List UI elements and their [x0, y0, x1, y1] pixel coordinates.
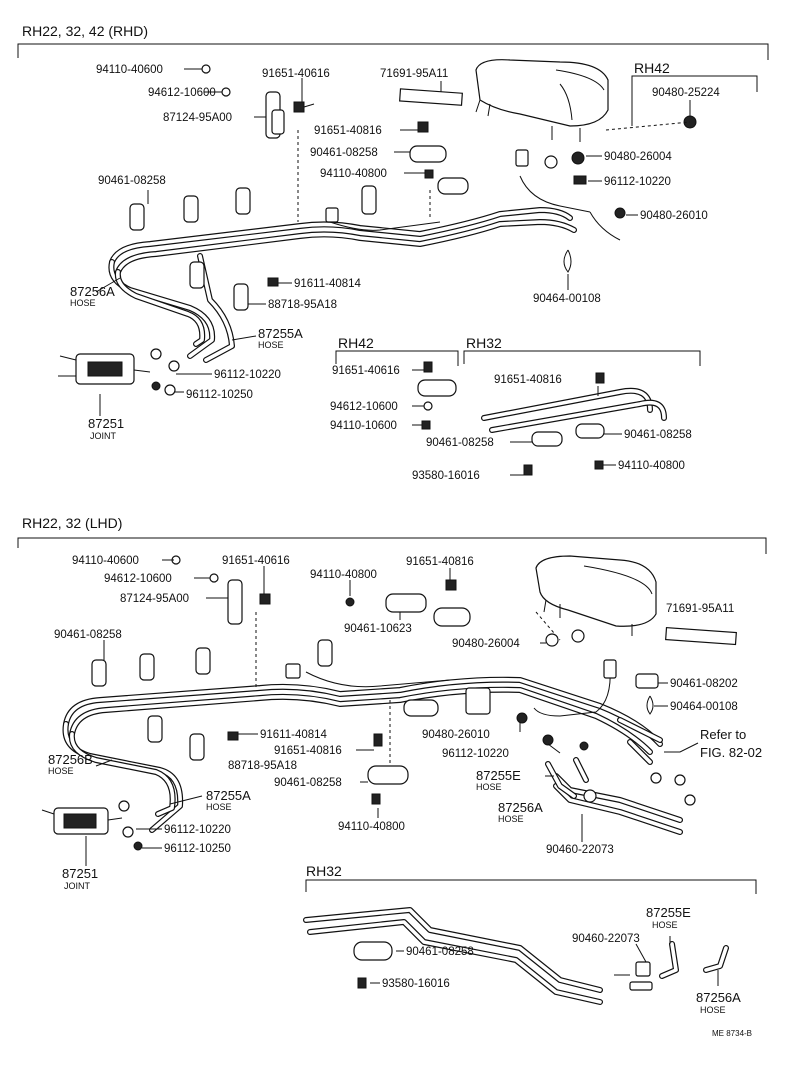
- label-lhd-rh32-87255E-hose: HOSE: [652, 920, 678, 930]
- label-91611-40814: 91611-40814: [294, 278, 362, 290]
- label-rh42-94110-10600: 94110-10600: [330, 420, 397, 432]
- label-lhd-96112-10220-b: 96112-10220: [164, 824, 231, 836]
- label-lhd-87256B-hose: HOSE: [48, 766, 74, 776]
- label-90461-08258-b: 90461-08258: [98, 175, 166, 187]
- label-lhd-90461-10623: 90461-10623: [344, 623, 412, 635]
- rhd-rh42-inset-subtitle: RH42: [338, 335, 374, 351]
- label-90480-26004: 90480-26004: [604, 151, 672, 163]
- label-lhd-94110-40800-a: 94110-40800: [310, 569, 377, 581]
- label-lhd-rh32-87256A: 87256A: [696, 990, 741, 1005]
- rhd-section-frame: [17, 43, 769, 366]
- label-lhd-88718-95A18: 88718-95A18: [228, 760, 297, 772]
- rhd-labels: 94110-40600 94612-10600 87124-95A00 9165…: [70, 64, 720, 441]
- label-lhd-91651-40616: 91651-40616: [222, 555, 290, 567]
- label-rh42-91651-40616: 91651-40616: [332, 365, 400, 377]
- label-lhd-90461-08258-b: 90461-08258: [274, 777, 342, 789]
- lhd-rh32-parts: [303, 907, 729, 1005]
- label-96112-10250: 96112-10250: [186, 389, 253, 401]
- label-lhd-87124-95A00: 87124-95A00: [120, 593, 189, 605]
- label-lhd-rh32-93580-16016: 93580-16016: [382, 978, 450, 990]
- label-lhd-rh32-90460-22073: 90460-22073: [572, 933, 640, 945]
- label-lhd-71691-95A11: 71691-95A11: [666, 603, 734, 615]
- label-90480-26010: 90480-26010: [640, 210, 708, 222]
- label-87251: 87251: [88, 416, 124, 431]
- label-94110-40800: 94110-40800: [320, 168, 387, 180]
- rhd-small-parts: [58, 64, 697, 396]
- label-lhd-90460-22073: 90460-22073: [546, 844, 614, 856]
- label-rh32-91651-40816: 91651-40816: [494, 374, 562, 386]
- label-lhd-87255E: 87255E: [476, 768, 521, 783]
- rhd-inset-parts: [417, 361, 667, 476]
- label-91651-40616: 91651-40616: [262, 68, 330, 80]
- label-lhd-87256A-hose: HOSE: [498, 814, 524, 824]
- lhd-small-parts: [41, 555, 737, 851]
- label-96112-10220-a: 96112-10220: [604, 176, 671, 188]
- label-rh42-90461-08258: 90461-08258: [426, 437, 494, 449]
- label-rh32-90461-08258: 90461-08258: [624, 429, 692, 441]
- label-lhd-90461-08258-a: 90461-08258: [54, 629, 122, 641]
- figure-code: ME 8734-B: [712, 1029, 752, 1038]
- label-90464-00108: 90464-00108: [533, 293, 601, 305]
- label-87256A: 87256A: [70, 284, 115, 299]
- label-87251-joint: JOINT: [90, 431, 117, 441]
- label-rh42-93580-16016: 93580-16016: [412, 470, 480, 482]
- lhd-rh32-subtitle: RH32: [306, 863, 342, 879]
- rhd-rh32-inset-subtitle: RH32: [466, 335, 502, 351]
- rhd-tube-assembly: [108, 175, 621, 363]
- label-lhd-96112-10220-a: 96112-10220: [442, 748, 509, 760]
- label-rh42-94612-10600: 94612-10600: [330, 401, 398, 413]
- rhd-rh42-subtitle: RH42: [634, 60, 670, 76]
- label-87256A-hose: HOSE: [70, 298, 96, 308]
- lhd-rh32-labels: 87255E HOSE 90460-22073 90461-08258 9358…: [382, 905, 741, 1015]
- label-lhd-87255A-hose: HOSE: [206, 802, 232, 812]
- label-lhd-rh32-90461-08258: 90461-08258: [406, 946, 474, 958]
- rhd-inset-labels: 91651-40616 94612-10600 94110-10600 9046…: [330, 365, 692, 482]
- label-lhd-94110-40800-b: 94110-40800: [338, 821, 405, 833]
- label-lhd-refer-to: Refer to: [700, 727, 746, 742]
- label-94110-40600: 94110-40600: [96, 64, 163, 76]
- lhd-section-title: RH22, 32 (LHD): [22, 515, 122, 531]
- label-lhd-87255E-hose: HOSE: [476, 782, 502, 792]
- lhd-fuel-tank: [535, 555, 657, 636]
- label-lhd-87251: 87251: [62, 866, 98, 881]
- label-96112-10220-b: 96112-10220: [214, 369, 281, 381]
- label-lhd-90480-26004: 90480-26004: [452, 638, 520, 650]
- label-lhd-87256A: 87256A: [498, 800, 543, 815]
- label-lhd-90464-00108: 90464-00108: [670, 701, 738, 713]
- lhd-section-frame: [17, 537, 767, 894]
- lhd-tube-assembly: [62, 667, 683, 835]
- label-lhd-rh32-87255E: 87255E: [646, 905, 691, 920]
- label-lhd-87256B: 87256B: [48, 752, 93, 767]
- label-91651-40816: 91651-40816: [314, 125, 382, 137]
- leader-lines: [85, 68, 719, 986]
- label-lhd-91651-40816-a: 91651-40816: [406, 556, 474, 568]
- label-94612-10600: 94612-10600: [148, 87, 216, 99]
- label-lhd-90480-26010: 90480-26010: [422, 729, 490, 741]
- label-71691-95A11: 71691-95A11: [380, 68, 448, 80]
- label-lhd-90461-08202: 90461-08202: [670, 678, 738, 690]
- label-88718-95A18: 88718-95A18: [268, 299, 337, 311]
- label-lhd-91611-40814: 91611-40814: [260, 729, 328, 741]
- label-lhd-96112-10250: 96112-10250: [164, 843, 231, 855]
- label-lhd-87255A: 87255A: [206, 788, 251, 803]
- lhd-labels: 94110-40600 94612-10600 87124-95A00 9165…: [48, 555, 762, 891]
- label-lhd-fig: FIG. 82-02: [700, 745, 762, 760]
- label-lhd-94612-10600: 94612-10600: [104, 573, 172, 585]
- label-87124-95A00: 87124-95A00: [163, 112, 232, 124]
- label-90480-25224: 90480-25224: [652, 87, 720, 99]
- rhd-section-title: RH22, 32, 42 (RHD): [22, 23, 148, 39]
- rhd-fuel-tank: [475, 59, 609, 142]
- label-rh32-94110-40800: 94110-40800: [618, 460, 685, 472]
- label-lhd-91651-40816-b: 91651-40816: [274, 745, 342, 757]
- label-lhd-rh32-87256A-hose: HOSE: [700, 1005, 726, 1015]
- label-lhd-94110-40600: 94110-40600: [72, 555, 139, 567]
- label-90461-08258-a: 90461-08258: [310, 147, 378, 159]
- label-87255A: 87255A: [258, 326, 303, 341]
- label-lhd-87251-joint: JOINT: [64, 881, 91, 891]
- label-87255A-hose: HOSE: [258, 340, 284, 350]
